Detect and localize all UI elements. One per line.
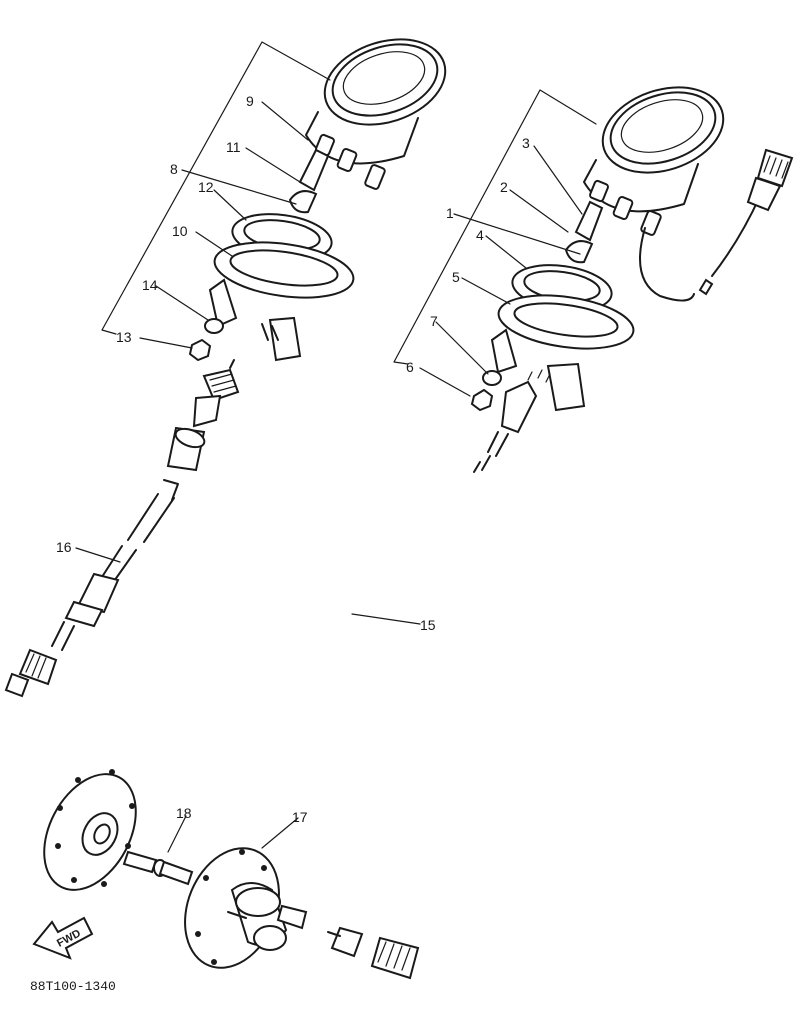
wheel-hub-plate bbox=[43, 769, 137, 891]
right-nut bbox=[470, 388, 494, 412]
speedometer-cable bbox=[301, 461, 580, 980]
leader-lines bbox=[75, 101, 583, 853]
part-label-8: 8 bbox=[170, 161, 178, 177]
left-bulb-socket bbox=[288, 148, 330, 214]
part-label-15: 15 bbox=[420, 617, 436, 633]
speedometer-gear-unit bbox=[184, 847, 308, 969]
part-label-16: 16 bbox=[56, 539, 72, 555]
part-label-1: 1 bbox=[446, 205, 454, 221]
part-number-labels: 1 2 3 4 5 6 7 8 9 10 11 12 13 14 15 16 1… bbox=[56, 93, 530, 825]
right-meter-assembly bbox=[393, 86, 794, 471]
part-label-18: 18 bbox=[176, 805, 192, 821]
forward-direction-arrow-icon: FWD bbox=[32, 916, 94, 960]
drawing-code: 88T100-1340 bbox=[30, 979, 116, 994]
part-label-11: 11 bbox=[226, 139, 241, 155]
part-label-12: 12 bbox=[198, 179, 214, 195]
left-meter-bracket bbox=[208, 241, 355, 362]
part-label-14: 14 bbox=[142, 277, 158, 293]
drive-pin bbox=[122, 850, 194, 886]
trip-reset-cable bbox=[639, 227, 695, 302]
left-meter-assembly bbox=[101, 38, 447, 362]
part-label-3: 3 bbox=[522, 135, 530, 151]
right-washer bbox=[482, 370, 502, 386]
right-meter-body bbox=[583, 86, 725, 236]
left-washer bbox=[204, 318, 224, 334]
part-label-6: 6 bbox=[406, 359, 414, 375]
part-label-7: 7 bbox=[430, 313, 438, 329]
part-label-17: 17 bbox=[292, 809, 308, 825]
left-meter-body bbox=[305, 38, 447, 190]
part-label-10: 10 bbox=[172, 223, 188, 239]
right-meter-bracket bbox=[490, 294, 635, 412]
part-label-5: 5 bbox=[452, 269, 460, 285]
part-label-9: 9 bbox=[246, 93, 254, 109]
part-label-2: 2 bbox=[500, 179, 508, 195]
part-label-4: 4 bbox=[476, 227, 484, 243]
trip-reset-knob bbox=[711, 148, 794, 277]
speedometer-cable-upper-end bbox=[481, 369, 551, 471]
tachometer-cable bbox=[4, 359, 240, 698]
left-nut bbox=[188, 338, 212, 362]
right-bulb-socket bbox=[564, 200, 604, 264]
part-label-13: 13 bbox=[116, 329, 132, 345]
